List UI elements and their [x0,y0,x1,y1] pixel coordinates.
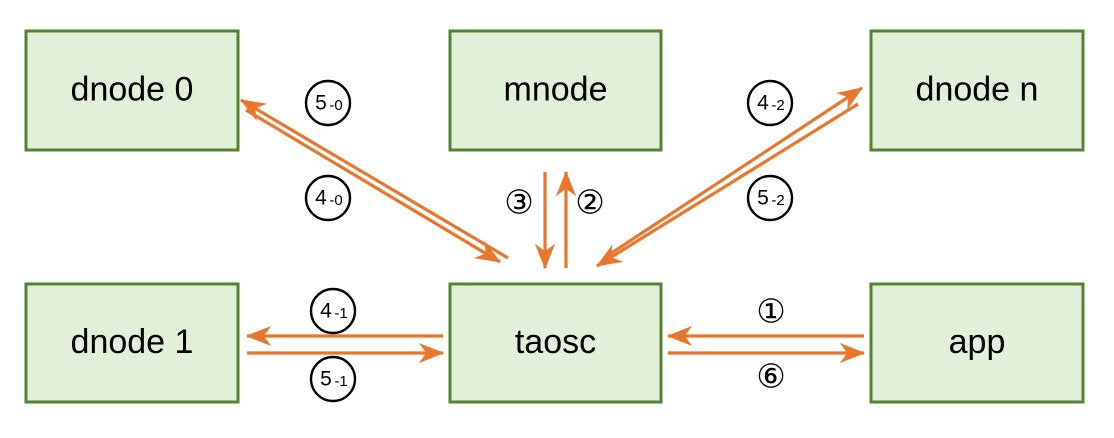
step-tag-t4-0: 4-0 [304,174,352,222]
node-label-dnoden: dnode n [916,70,1039,108]
nodes-layer: dnode 0 mnode dnode n dnode 1 taosc app [24,29,1085,404]
node-label-dnode1: dnode 1 [71,323,194,361]
node-label-taosc: taosc [515,323,596,361]
node-mnode[interactable]: mnode [448,29,663,152]
node-dnode1[interactable]: dnode 1 [24,282,240,404]
step-tag-circle-t4-0 [304,174,352,222]
edges-layer [239,86,866,364]
step-tag-t5-0: 5-0 [304,79,352,127]
node-label-mnode: mnode [504,70,608,108]
step-tag-circle-t4-2 [746,79,794,127]
step-tag-number-t5-2: 5 [757,187,769,210]
node-app[interactable]: app [869,282,1085,404]
node-label-dnode0: dnode 0 [71,70,194,108]
step-tag-circle-t5-0 [304,79,352,127]
step-tag-suffix-t5-0: -0 [329,97,342,114]
step-tag-suffix-t4-0: -0 [329,192,342,209]
edge-arrow-e4-0 [245,108,502,264]
node-box-app [869,282,1085,404]
edge-arrow-e4-2 [603,86,864,260]
step-tag-glyph-t2: ② [575,183,605,222]
step-tag-number-t5-1: 5 [320,368,332,391]
node-box-taosc [448,282,663,404]
step-tag-glyph-t1: ① [756,292,786,331]
step-tag-number-t4-0: 4 [315,187,327,210]
step-tag-number-t5-0: 5 [315,92,327,115]
step-tag-number-t4-1: 4 [320,300,332,323]
step-tag-number-t4-2: 4 [757,92,769,115]
step-tag-glyph-t3: ③ [504,183,534,222]
step-tag-t3: ③ [504,183,534,222]
node-box-dnoden [869,29,1085,152]
node-box-dnode0 [24,29,240,152]
step-tag-t5-1: 5-1 [309,355,357,403]
edge-arrow-e5-0 [239,98,509,260]
node-dnoden[interactable]: dnode n [869,29,1085,152]
step-tag-t2: ② [575,183,605,222]
step-tag-t4-2: 4-2 [746,79,794,127]
step-tag-suffix-t5-1: -1 [334,373,347,390]
step-tag-t5-2: 5-2 [746,174,794,222]
node-label-app: app [949,323,1006,361]
step-tag-glyph-t6: ⑥ [756,357,786,396]
step-tag-suffix-t4-1: -1 [334,305,347,322]
step-tag-circle-t5-1 [309,355,357,403]
step-tag-t6: ⑥ [756,357,786,396]
step-tag-circle-t4-1 [309,287,357,335]
node-box-mnode [448,29,663,152]
node-box-dnode1 [24,282,240,404]
node-dnode0[interactable]: dnode 0 [24,29,240,152]
step-tag-suffix-t4-2: -2 [771,97,784,114]
step-tag-t4-1: 4-1 [309,287,357,335]
step-tag-t1: ① [756,292,786,331]
step-tag-circle-t5-2 [746,174,794,222]
edge-arrow-e5-2 [595,102,859,268]
step-tag-suffix-t5-2: -2 [771,192,784,209]
node-taosc[interactable]: taosc [448,282,663,404]
